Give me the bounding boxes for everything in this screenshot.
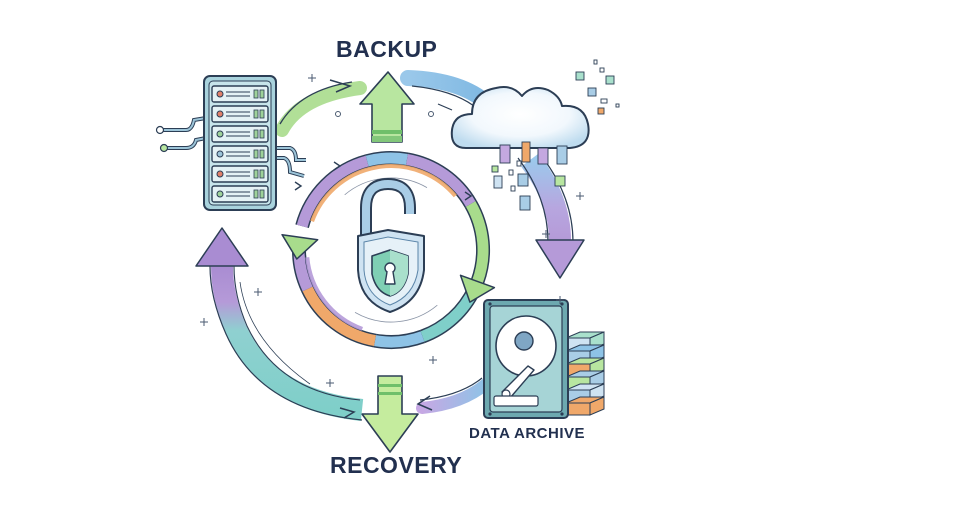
ring-segment [405, 153, 476, 207]
data-fragment [537, 147, 549, 165]
sparkle [254, 288, 262, 296]
backup-label: BACKUP [336, 36, 438, 62]
data-fragment [605, 75, 615, 85]
sparkle-dot [428, 111, 434, 117]
sparkle [556, 296, 564, 304]
data-fragment [599, 67, 605, 73]
data-fragment [491, 165, 499, 173]
ring-arrowhead [459, 274, 496, 303]
ring-segment [374, 331, 425, 348]
data-fragment [597, 107, 605, 115]
data-fragment [587, 87, 597, 97]
sparkle [429, 356, 437, 364]
server-unit [211, 165, 269, 183]
data-fragment [521, 141, 531, 163]
ring-chevron [464, 191, 473, 201]
recovery-down-arrow [361, 375, 419, 453]
sparkle [200, 318, 208, 326]
data-fragment [516, 160, 522, 167]
server-unit [211, 85, 269, 103]
flow-arrow-recovery-to-server [195, 227, 364, 421]
data-fragment [508, 169, 514, 176]
sparkle [542, 230, 550, 238]
ring-inner-lane [305, 257, 363, 331]
data-archive-label: DATA ARCHIVE [469, 425, 585, 442]
data-fragment [575, 71, 585, 81]
data-fragment [593, 59, 598, 65]
cloud-data-fragments [491, 59, 620, 211]
server-units [211, 85, 269, 203]
sparkle [308, 74, 316, 82]
ring-segment [302, 286, 377, 347]
sparkle [576, 192, 584, 200]
data-fragment [519, 195, 531, 211]
data-fragment [600, 98, 608, 104]
backup-up-arrow [359, 71, 415, 143]
ring-inner-lane [310, 164, 457, 222]
flow-arrow-cloud-to-archive [517, 153, 585, 279]
sparkle-dot [335, 111, 341, 117]
inner-cycle-ring [281, 151, 496, 349]
ring-chevron [294, 181, 303, 191]
server-unit [211, 105, 269, 123]
flow-arrow-server-to-backup [275, 79, 367, 137]
data-fragment [554, 175, 566, 187]
recovery-label: RECOVERY [330, 452, 463, 478]
flow-arrow-archive-to-recovery [416, 377, 492, 414]
data-fragment [517, 173, 529, 187]
hard-drive-icon [483, 299, 605, 419]
ring-segment [296, 155, 369, 228]
ring-chevron [333, 161, 342, 171]
data-fragment [499, 144, 511, 164]
archive-disk-stack [565, 331, 605, 416]
unlocked-padlock-shield-icon [357, 177, 425, 313]
server-unit [211, 185, 269, 203]
archive-disk [565, 396, 605, 416]
data-fragment [556, 145, 568, 165]
ring-segment [365, 152, 408, 167]
server-unit [211, 125, 269, 143]
data-fragment [493, 175, 503, 189]
cloud-icon [450, 86, 590, 149]
server-unit [211, 145, 269, 163]
sparkle [326, 379, 334, 387]
ring-arrowhead [281, 233, 319, 260]
ring-guide [354, 304, 438, 323]
data-fragment [615, 103, 620, 108]
data-fragment [510, 185, 516, 192]
decorative-sparkles [200, 74, 584, 387]
ring-segment [465, 201, 489, 284]
